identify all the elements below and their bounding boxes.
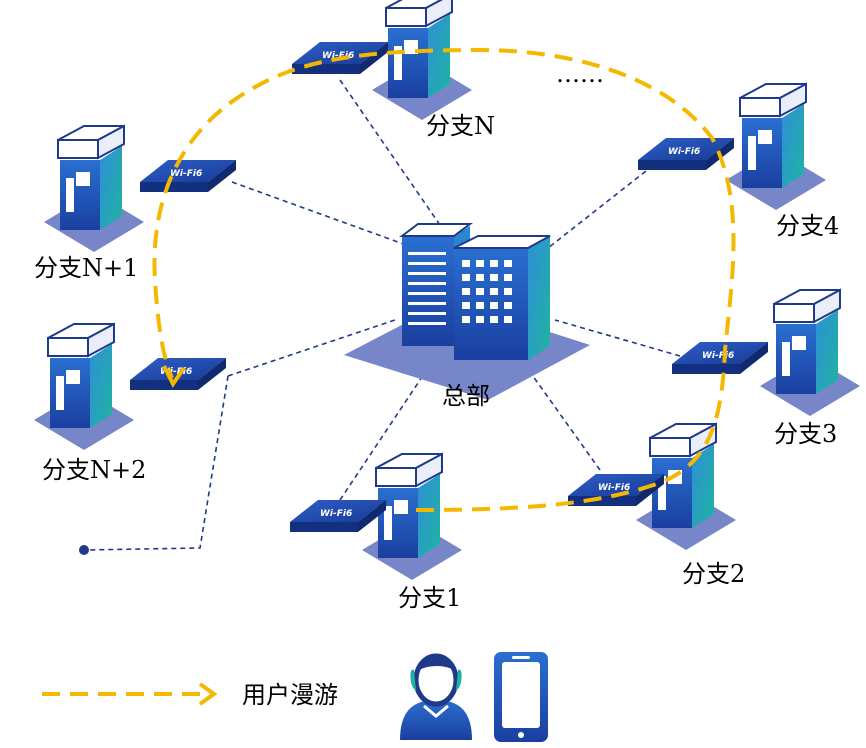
branch-1-label: 分支1 bbox=[398, 584, 461, 612]
branch-n1-label: 分支N+1 bbox=[34, 254, 138, 282]
link-branch-n1 bbox=[231, 181, 421, 251]
svg-text:Wi-Fi6: Wi-Fi6 bbox=[170, 169, 202, 179]
roaming-path bbox=[152, 47, 736, 512]
legend-roaming-arrowhead bbox=[198, 682, 218, 706]
svg-text:Wi-Fi6: Wi-Fi6 bbox=[598, 483, 630, 493]
legend-roaming-label: 用户漫游 bbox=[242, 681, 338, 709]
building-icon-branch-4 bbox=[725, 83, 827, 211]
headquarters-label: 总部 bbox=[442, 382, 490, 410]
building-icon-branch-n2 bbox=[33, 323, 135, 451]
wifi6-access-point-icon-branch-4: Wi-Fi6 bbox=[638, 138, 734, 170]
ellipsis-label: …… bbox=[556, 60, 604, 88]
link-branch-2 bbox=[499, 329, 601, 471]
branch-n2-label: 分支N+2 bbox=[42, 456, 146, 484]
wifi6-access-point-icon-branch-n: Wi-Fi6 bbox=[292, 42, 388, 74]
branch-n-label: 分支N bbox=[426, 112, 495, 140]
wifi6-access-point-icon-branch-1: Wi-Fi6 bbox=[290, 500, 386, 532]
building-icon-branch-3 bbox=[759, 289, 861, 417]
svg-text:Wi-Fi6: Wi-Fi6 bbox=[160, 367, 192, 377]
link-branch-n2 bbox=[227, 319, 396, 377]
endpoint-dot bbox=[79, 545, 89, 555]
svg-text:Wi-Fi6: Wi-Fi6 bbox=[320, 509, 352, 519]
link-branch-1 bbox=[339, 349, 441, 501]
branch-2-label: 分支2 bbox=[682, 560, 745, 588]
svg-text:Wi-Fi6: Wi-Fi6 bbox=[668, 147, 700, 157]
smartphone-icon bbox=[494, 652, 548, 742]
svg-text:Wi-Fi6: Wi-Fi6 bbox=[322, 51, 354, 61]
branch-4-label: 分支4 bbox=[776, 212, 839, 240]
user-icon bbox=[400, 653, 472, 740]
svg-text:Wi-Fi6: Wi-Fi6 bbox=[702, 351, 734, 361]
building-icon-branch-n bbox=[371, 0, 473, 121]
wifi6-access-point-icon-branch-n2: Wi-Fi6 bbox=[130, 358, 226, 390]
headquarters-building-icon bbox=[344, 223, 590, 400]
building-icon-branch-n1 bbox=[43, 125, 145, 253]
roaming-arrowhead bbox=[162, 365, 186, 388]
wifi6-access-point-icon-branch-3: Wi-Fi6 bbox=[672, 342, 768, 374]
link-branch-n bbox=[339, 79, 441, 226]
link-extension bbox=[83, 375, 229, 551]
wifi6-access-point-icon-branch-2: Wi-Fi6 bbox=[568, 474, 664, 506]
branch-3-label: 分支3 bbox=[774, 420, 837, 448]
link-branch-3 bbox=[554, 319, 681, 357]
wifi6-access-point-icon-branch-n1: Wi-Fi6 bbox=[140, 160, 236, 192]
